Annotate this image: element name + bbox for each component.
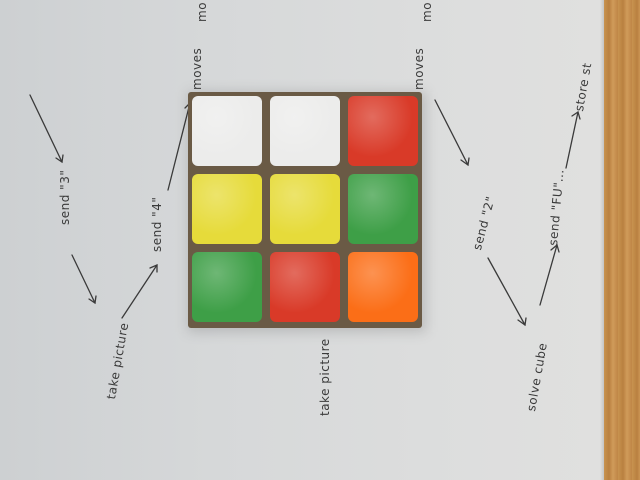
arrow-to-solve-cube (487, 257, 526, 326)
note-moves-right: moves (412, 47, 426, 90)
arrow-send-3 (29, 94, 63, 163)
arrow-to-send-4 (121, 264, 158, 319)
arrow-to-send-fu (539, 244, 558, 306)
cube-sticker-red (270, 252, 340, 322)
paper-edge (600, 0, 606, 480)
note-send-4: send "4" (150, 196, 164, 252)
wooden-table (604, 0, 640, 480)
arrow-to-moves (167, 102, 191, 191)
note-send-3: send "3" (58, 169, 72, 225)
arrow-to-take-picture (71, 254, 96, 304)
cube-sticker-green (348, 174, 418, 244)
note-take-picture-bottom: take picture (318, 338, 332, 416)
note-moves-right-right: mo (420, 1, 434, 22)
note-moves-top: moves (190, 47, 204, 90)
cube-sticker-red (348, 96, 418, 166)
rubiks-cube (188, 92, 422, 328)
cube-sticker-green (192, 252, 262, 322)
cube-sticker-orange (348, 252, 418, 322)
cube-sticker-yellow (270, 174, 340, 244)
cube-sticker-white (192, 96, 262, 166)
arrow-to-store-state (565, 111, 579, 169)
cube-sticker-yellow (192, 174, 262, 244)
cube-sticker-white (270, 96, 340, 166)
arrow-to-send-2 (434, 99, 469, 166)
note-moves-top-right: mo (195, 1, 209, 22)
